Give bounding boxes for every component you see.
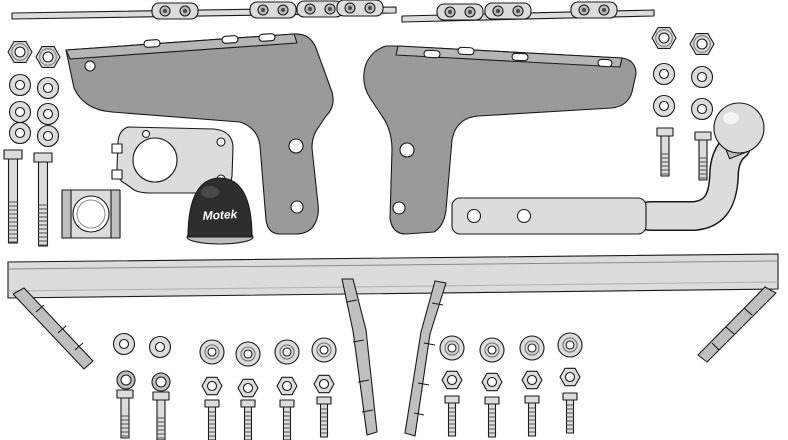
- bolt-short: [444, 395, 460, 437]
- bolt-short: [240, 399, 256, 440]
- left-fasteners: [3, 41, 61, 247]
- chain-link-strip-right: [401, 1, 655, 23]
- hex-nut-small: [201, 376, 223, 396]
- hex-nut-small: [276, 376, 298, 396]
- link-plate: [249, 1, 297, 19]
- support-strap-right: [404, 280, 447, 437]
- bolt-medium: [656, 127, 674, 177]
- flat-washer-large: [479, 337, 505, 363]
- fastener-group-c: [439, 332, 583, 438]
- bolt-short: [204, 399, 220, 440]
- bracket-hole: [288, 138, 304, 154]
- flat-washer: [112, 332, 136, 356]
- right-fasteners: [651, 27, 715, 181]
- ball-highlight: [723, 112, 739, 124]
- cap-highlight: [201, 186, 219, 198]
- link-plate: [570, 1, 618, 19]
- fastener-group-a: [112, 332, 172, 440]
- bolt-long: [3, 149, 23, 244]
- bolt-short: [316, 396, 332, 438]
- flat-washer: [652, 62, 676, 86]
- hex-nut-small: [441, 370, 463, 390]
- bracket-slot: [143, 39, 161, 48]
- bar-hole: [466, 208, 482, 224]
- bracket-slot: [221, 35, 239, 44]
- tow-ball: [713, 102, 765, 154]
- bracket-slot: [457, 46, 475, 56]
- tow-ball-assembly: [635, 102, 765, 231]
- bolt-long: [33, 152, 53, 247]
- flat-washer: [8, 121, 32, 145]
- bracket-hole: [290, 200, 304, 214]
- flat-washer-large: [311, 337, 337, 363]
- flat-washer-large: [274, 339, 300, 365]
- ball-cover-cap: Motek: [186, 177, 254, 245]
- side-bracket-right: [363, 45, 637, 235]
- flat-washer-large: [519, 335, 545, 361]
- clamp-hole: [216, 137, 226, 147]
- bolt-short: [279, 399, 295, 440]
- link-plate: [436, 3, 484, 21]
- clamp-bore: [132, 137, 178, 183]
- clamp-hole: [141, 129, 151, 139]
- clamp-plate: [111, 126, 234, 194]
- bracket-hole: [399, 142, 415, 158]
- bracket-slot: [423, 49, 441, 59]
- bolt-medium: [116, 389, 134, 439]
- flat-washer: [690, 97, 714, 121]
- bracket-hole: [84, 60, 96, 72]
- bolt-short: [562, 392, 578, 434]
- flat-washer: [36, 124, 60, 148]
- cross-member: [7, 253, 779, 299]
- bracket-hole: [392, 201, 406, 215]
- clamp-notch: [111, 169, 123, 180]
- flat-washer: [36, 76, 60, 100]
- hex-nut: [35, 46, 61, 68]
- hex-nut: [651, 27, 677, 49]
- bracket-slot: [511, 52, 529, 62]
- hex-nut-small: [313, 374, 335, 394]
- spring-washer: [151, 372, 171, 392]
- tube-clamp: [61, 189, 121, 239]
- bolt-short: [484, 396, 500, 438]
- flat-washer-large: [439, 335, 465, 361]
- bracket-slot: [258, 33, 276, 42]
- flat-washer: [690, 65, 714, 89]
- flat-washer: [652, 94, 676, 118]
- link-plate: [151, 2, 199, 20]
- support-strap-left: [341, 278, 378, 436]
- chain-link-strip-left: [11, 0, 397, 20]
- hex-nut: [7, 41, 33, 63]
- bolt-medium: [152, 391, 170, 440]
- bolt-short: [524, 395, 540, 437]
- hex-nut-small: [481, 372, 503, 392]
- flat-washer: [148, 335, 172, 359]
- fastener-group-b: [199, 337, 337, 440]
- side-bracket-left: [65, 33, 334, 235]
- flat-washer-large: [199, 339, 225, 365]
- hex-nut-small: [559, 367, 581, 387]
- link-plate: [296, 0, 344, 18]
- bolt-medium: [694, 131, 712, 181]
- flat-washer: [8, 100, 32, 124]
- spring-washer: [116, 370, 136, 390]
- bracket-slot: [597, 58, 613, 68]
- link-plate: [484, 2, 532, 20]
- flat-washer: [36, 102, 60, 126]
- hex-nut-small: [237, 378, 259, 398]
- flat-washer: [8, 73, 32, 97]
- link-plate: [336, 0, 384, 17]
- hex-nut: [689, 33, 715, 55]
- ball-mount-bar: [451, 197, 647, 235]
- flat-washer-large: [557, 332, 583, 358]
- clamp-notch: [111, 143, 123, 154]
- end-strap-right: [697, 286, 777, 363]
- hex-nut-small: [521, 370, 543, 390]
- bar-hole: [516, 208, 532, 224]
- tube-bore: [72, 195, 110, 233]
- cap-brand-text: Motek: [202, 207, 239, 223]
- end-strap-left: [12, 287, 94, 370]
- flat-washer-large: [235, 341, 261, 367]
